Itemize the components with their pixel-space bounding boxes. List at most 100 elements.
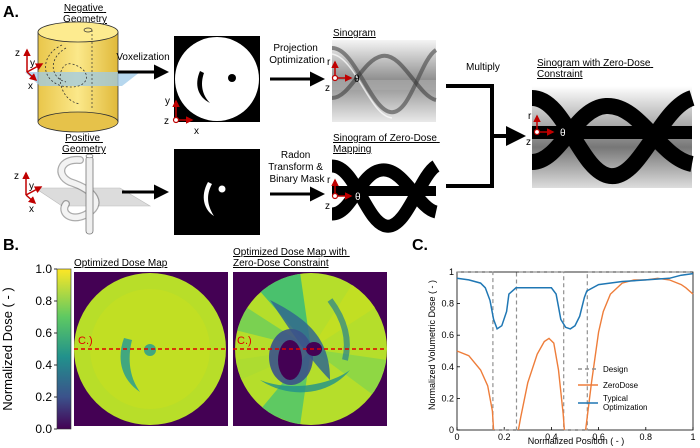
x-tick-label: 0.8 — [640, 432, 653, 442]
colorbar-ticks: 1.0 0.8 0.6 0.4 0.2 0.0 — [35, 262, 57, 436]
radon-transform-line: Radon — [281, 150, 310, 161]
dose-map-right-line: Zero-Dose Constraint — [233, 258, 329, 269]
positive-geometry-line: Geometry — [62, 144, 106, 155]
radon-transform-label: Radon Transform & Binary Mask — [268, 150, 325, 185]
dose-map-right-title: Optimized Dose Map with Zero-Dose Constr… — [233, 247, 350, 269]
chart-legend: Design ZeroDose Typical Optimization — [578, 365, 647, 412]
radon-transform-line: Transform & — [268, 162, 323, 173]
axis-label-theta: θ — [560, 128, 566, 139]
axes-triad-constraint: r θ z — [526, 111, 566, 148]
x-tick-label: 0.4 — [545, 432, 558, 442]
sinogram-constraint-title: Sinogram with Zero-Dose Constraint — [537, 58, 653, 80]
sinogram-constraint-line: Constraint — [537, 69, 583, 80]
axis-label-z: z — [164, 116, 169, 127]
panel-b-letter: B. — [3, 237, 19, 254]
y-tick-label: 0.4 — [441, 362, 454, 372]
axes-triad-negative: z y x — [15, 48, 44, 92]
negative-geometry-cylinder — [25, 21, 140, 133]
cut-label-left: C.) — [78, 335, 93, 347]
y-tick-label: 0.6 — [441, 330, 454, 340]
voxel-slice-positive — [174, 149, 260, 235]
axis-label-y: y — [165, 96, 170, 107]
axis-label-theta: θ — [354, 74, 360, 85]
legend-label-design: Design — [603, 365, 628, 374]
sinogram-zero-dose-line: Sinogram of Zero-Dose — [333, 133, 437, 144]
x-tick-label: 0.2 — [498, 432, 511, 442]
voxelization-label: Voxelization — [116, 52, 169, 63]
y-tick-label: 0.8 — [441, 299, 454, 309]
axis-label-z: z — [15, 48, 20, 59]
plot-area — [456, 271, 694, 431]
sinogram-image — [331, 40, 438, 122]
projection-optimization-line: Optimization — [269, 55, 325, 66]
multiply-bracket — [446, 84, 494, 188]
series-line-typical — [456, 272, 694, 331]
panel-c-letter: C. — [412, 237, 428, 254]
axis-label-theta: θ — [355, 192, 361, 203]
chart-xlabel: Normalized Position ( - ) — [528, 436, 625, 446]
series-line-design — [457, 271, 693, 431]
dose-map-left-title: Optimized Dose Map — [74, 258, 168, 269]
negative-geometry-line: Negative — [64, 3, 104, 14]
positive-geometry-line: Positive — [65, 133, 100, 144]
series-line-zerodose — [456, 350, 495, 431]
colorbar-tick-label: 0.4 — [35, 358, 52, 372]
axes-triad-positive: z y x — [14, 171, 43, 215]
y-tick-label: 0.2 — [441, 393, 454, 403]
axis-label-z: z — [526, 137, 531, 148]
chart-ticks: 0 0.2 0.4 0.6 0.8 1 0 0.2 0.4 0.6 0.8 1 — [441, 267, 695, 442]
negative-geometry-line: Geometry — [63, 14, 107, 25]
sinogram-zero-dose-image — [330, 158, 441, 236]
axis-label-x: x — [194, 126, 199, 137]
panel-a-letter: A. — [3, 4, 19, 21]
x-tick-label: 0 — [454, 432, 459, 442]
legend-label-zerodose: ZeroDose — [603, 381, 639, 390]
chart-series — [456, 271, 694, 431]
colorbar-tick-label: 0.2 — [35, 390, 52, 404]
legend-label-typical: Typical Optimization — [603, 394, 647, 412]
axis-label-z: z — [325, 83, 330, 94]
axis-label-y: y — [30, 58, 35, 69]
sinogram-title: Sinogram — [333, 28, 376, 39]
x-tick-label: 0.6 — [592, 432, 605, 442]
axes-triad-zero-dose: r θ z — [325, 175, 361, 212]
projection-optimization-label: Projection Optimization — [269, 43, 325, 66]
axis-label-y: y — [29, 181, 34, 192]
cut-label-right: C.) — [237, 335, 252, 347]
sinogram-zero-dose-title: Sinogram of Zero-Dose Mapping — [333, 133, 440, 155]
axis-label-x: x — [28, 81, 33, 92]
colorbar-label: Normalized Dose ( - ) — [0, 287, 15, 411]
sinogram-constraint-line: Sinogram with Zero-Dose — [537, 58, 651, 69]
x-tick-label: 1 — [690, 432, 695, 442]
projection-optimization-line: Projection — [273, 43, 317, 54]
negative-geometry-title: Negative Geometry — [63, 3, 107, 25]
chart-ylabel: Normalized Volumetric Dose ( - ) — [427, 280, 437, 410]
legend-typical-line: Typical — [603, 394, 628, 403]
positive-geometry-title: Positive Geometry — [62, 133, 106, 155]
line-chart: 0 0.2 0.4 0.6 0.8 1 0 0.2 0.4 0.6 0.8 1 — [441, 267, 695, 442]
positive-geometry-shape — [34, 153, 152, 235]
colorbar-tick-label: 0.0 — [35, 422, 52, 436]
colorbar-tick-label: 0.8 — [35, 294, 52, 308]
axis-label-z: z — [14, 171, 19, 182]
radon-transform-line: Binary Mask — [269, 174, 325, 185]
legend-typical-line: Optimization — [603, 403, 647, 412]
axes-triad-sinogram: r θ z — [325, 57, 360, 94]
multiply-label: Multiply — [466, 62, 500, 73]
y-tick-label: 1 — [449, 267, 454, 277]
colorbar-tick-label: 0.6 — [35, 326, 52, 340]
axis-label-r: r — [327, 57, 331, 68]
axis-label-z: z — [325, 201, 330, 212]
sinogram-zero-dose-line: Mapping — [333, 144, 371, 155]
dose-map-right-line: Optimized Dose Map with — [233, 247, 347, 258]
y-tick-label: 0 — [449, 425, 454, 435]
axis-label-r: r — [327, 175, 331, 186]
voxel-slice-negative: y z x — [164, 36, 260, 137]
axis-label-x: x — [29, 204, 34, 215]
series-line-zerodose — [517, 337, 566, 431]
sinogram-constraint-image — [530, 86, 696, 188]
colorbar-tick-label: 1.0 — [35, 262, 52, 276]
axis-label-r: r — [528, 111, 532, 122]
colorbar — [56, 268, 72, 430]
